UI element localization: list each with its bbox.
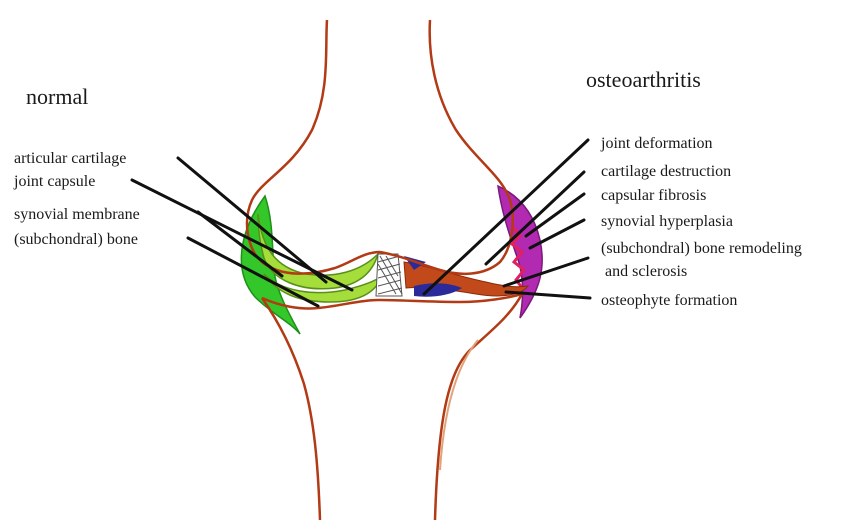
label-synovial-hyperplasia: synovial hyperplasia xyxy=(601,213,733,230)
femur-outline-right xyxy=(380,20,513,274)
leader-joint-deformation xyxy=(424,140,588,294)
label-subchondral-bone: (subchondral) bone xyxy=(14,231,138,248)
label-joint-deformation: joint deformation xyxy=(600,135,713,152)
label-cartilage-destruction: cartilage destruction xyxy=(601,163,731,180)
label-bone-remodeling: (subchondral) bone remodeling xyxy=(601,240,802,257)
heading-osteoarthritis: osteoarthritis xyxy=(586,67,701,92)
label-and-sclerosis: and sclerosis xyxy=(601,263,687,280)
label-osteophyte-formation: osteophyte formation xyxy=(601,292,737,309)
label-articular-cartilage: articular cartilage xyxy=(14,150,126,167)
label-synovial-membrane: synovial membrane xyxy=(14,206,140,223)
label-capsular-fibrosis: capsular fibrosis xyxy=(601,187,706,204)
label-joint-capsule: joint capsule xyxy=(13,173,95,190)
leader-joint-capsule xyxy=(132,180,352,290)
heading-normal: normal xyxy=(26,84,88,109)
tibia-outline-left xyxy=(262,298,378,520)
tibia-outline-right xyxy=(378,294,522,520)
